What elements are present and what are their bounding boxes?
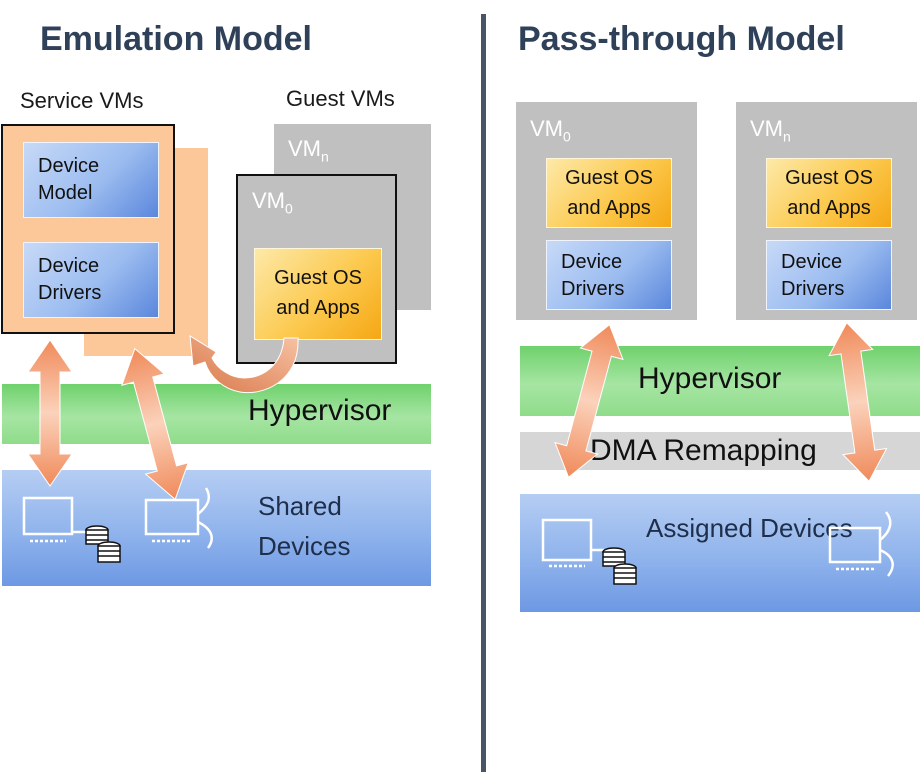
- model-divider: [481, 14, 486, 772]
- shared-devices-panel: Shared Devices: [2, 470, 431, 586]
- guest-vmn-label: VMn: [288, 136, 329, 165]
- pt-device-drivers-box-2: Device Drivers: [766, 240, 892, 310]
- pt-vmn-label: VMn: [750, 116, 791, 145]
- pass-through-model-title: Pass-through Model: [518, 20, 845, 58]
- monitor-icon: [22, 496, 86, 543]
- disk-stack-icon: [85, 525, 121, 563]
- pt-vm0-label: VM0: [530, 116, 571, 145]
- pt-vmn-box: VMn Guest OS and Apps Device Drivers: [736, 102, 917, 320]
- curved-arrow-icon: [189, 335, 299, 394]
- double-arrow-icon: [121, 347, 189, 501]
- disk-stack-icon: [602, 547, 637, 585]
- device-model-box: Device Model: [23, 142, 159, 218]
- pt-guest-os-box-1: Guest OS and Apps: [546, 158, 672, 228]
- pt-vm0-box: VM0 Guest OS and Apps Device Drivers: [516, 102, 697, 320]
- shared-devices-label: Shared Devices: [258, 491, 351, 561]
- pt-device-drivers-box-1: Device Drivers: [546, 240, 672, 310]
- pt-guest-os-box-2: Guest OS and Apps: [766, 158, 892, 228]
- pt-hypervisor-label: Hypervisor: [638, 362, 782, 395]
- service-vm-box: Device Model Device Drivers: [1, 124, 175, 334]
- hypervisor-label: Hypervisor: [248, 394, 392, 427]
- guest-vms-label: Guest VMs: [286, 86, 395, 111]
- monitor-icon: [828, 511, 894, 577]
- assigned-devices-panel: Assigned Devices: [520, 494, 920, 612]
- service-device-drivers-box: Device Drivers: [23, 242, 159, 318]
- guest-vm0-label: VM0: [252, 188, 293, 217]
- double-arrow-icon: [828, 321, 888, 483]
- hypervisor-bar: Hypervisor: [2, 384, 431, 444]
- guest-os-apps-box: Guest OS and Apps: [254, 248, 382, 340]
- dma-remapping-label: DMA Remapping: [590, 434, 817, 467]
- monitor-icon: [144, 487, 213, 549]
- monitor-icon: [541, 518, 604, 568]
- double-arrow-icon: [27, 339, 73, 487]
- emulation-model-title: Emulation Model: [40, 20, 312, 58]
- double-arrow-icon: [554, 323, 624, 479]
- service-vms-label: Service VMs: [20, 88, 144, 113]
- guest-vm0-box: VM0 Guest OS and Apps: [236, 174, 397, 364]
- assigned-devices-label: Assigned Devices: [646, 513, 853, 543]
